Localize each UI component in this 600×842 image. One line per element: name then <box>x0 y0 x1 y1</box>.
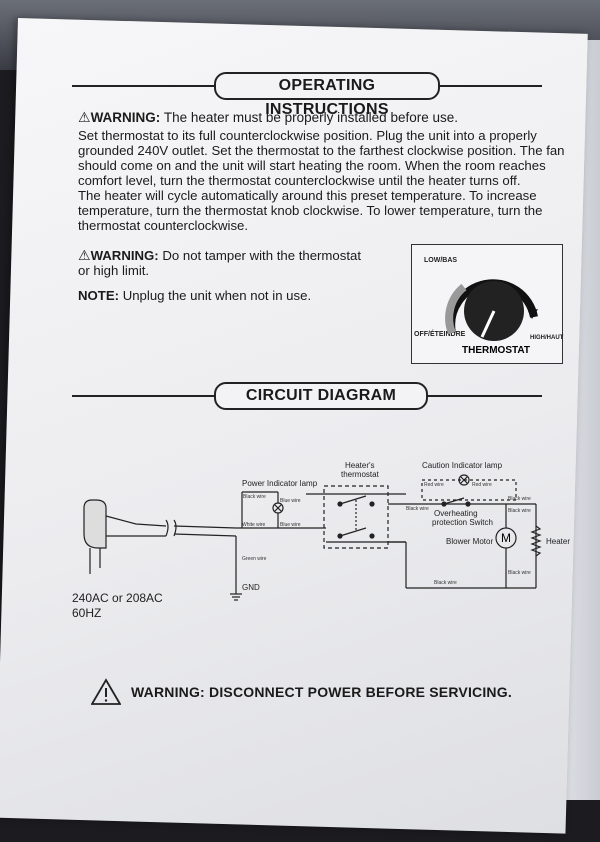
operating-header: OPERATING INSTRUCTIONS <box>72 72 542 98</box>
circuit-header: CIRCUIT DIAGRAM <box>72 382 542 408</box>
warning-triangle-icon: ⚠ <box>78 247 91 263</box>
black-wire-label-5: Black wire <box>508 570 531 576</box>
white-wire-label: White wire <box>242 522 266 528</box>
warning-triangle-icon <box>91 678 121 706</box>
black-wire-label-4: Black wire <box>508 508 531 514</box>
black-wire-label: Black wire <box>243 494 266 500</box>
green-wire-label: Green wire <box>242 556 267 562</box>
black-wire-label-6: Black wire <box>434 580 457 586</box>
black-wire-label-2: Black wire <box>406 506 429 512</box>
gnd-label: GND <box>242 583 260 592</box>
warning-triangle-icon: ⚠ <box>78 109 91 125</box>
blue-wire-label: Blue wire <box>280 498 301 504</box>
warning-installed: ⚠WARNING: The heater must be properly in… <box>78 110 458 125</box>
warning-tamper-line2: or high limit. <box>78 263 149 278</box>
motor-symbol: M <box>501 531 511 545</box>
black-wire-label-3: Black wire <box>508 496 531 502</box>
protection-switch-label: protection Switch <box>432 518 493 527</box>
operating-title: OPERATING INSTRUCTIONS <box>214 72 440 100</box>
power-lamp-label: Power Indicator lamp <box>242 479 318 488</box>
blue-wire-label-2: Blue wire <box>280 522 301 528</box>
caution-lamp-label: Caution Indicator lamp <box>422 461 503 470</box>
heater-label: Heater <box>546 537 570 546</box>
heaters-thermostat-label: Heater's <box>345 461 375 470</box>
bottom-warning-text: WARNING: DISCONNECT POWER BEFORE SERVICI… <box>131 684 512 700</box>
heaters-thermostat-label2: thermostat <box>341 470 380 479</box>
manual-page: OPERATING INSTRUCTIONS ⚠WARNING: The hea… <box>0 18 588 834</box>
circuit-title: CIRCUIT DIAGRAM <box>214 382 428 410</box>
warning-tamper: ⚠WARNING: Do not tamper with the thermos… <box>78 248 361 263</box>
thermostat-dial-figure: LOW/BAS OFF/ÉTEINDRE HIGH/HAUT THERMOSTA… <box>411 244 563 364</box>
supply-voltage: 240AC or 208AC 60HZ <box>72 591 163 621</box>
red-wire-label: Red wire <box>424 482 444 488</box>
red-wire-label-2: Red wire <box>472 482 492 488</box>
blower-motor-label: Blower Motor <box>446 537 493 546</box>
overheating-label: Overheating <box>434 509 478 518</box>
note-unplug: NOTE: Unplug the unit when not in use. <box>78 288 311 303</box>
dial-thermostat-label: THERMOSTAT <box>462 345 530 356</box>
bottom-warning: WARNING: DISCONNECT POWER BEFORE SERVICI… <box>91 678 512 706</box>
